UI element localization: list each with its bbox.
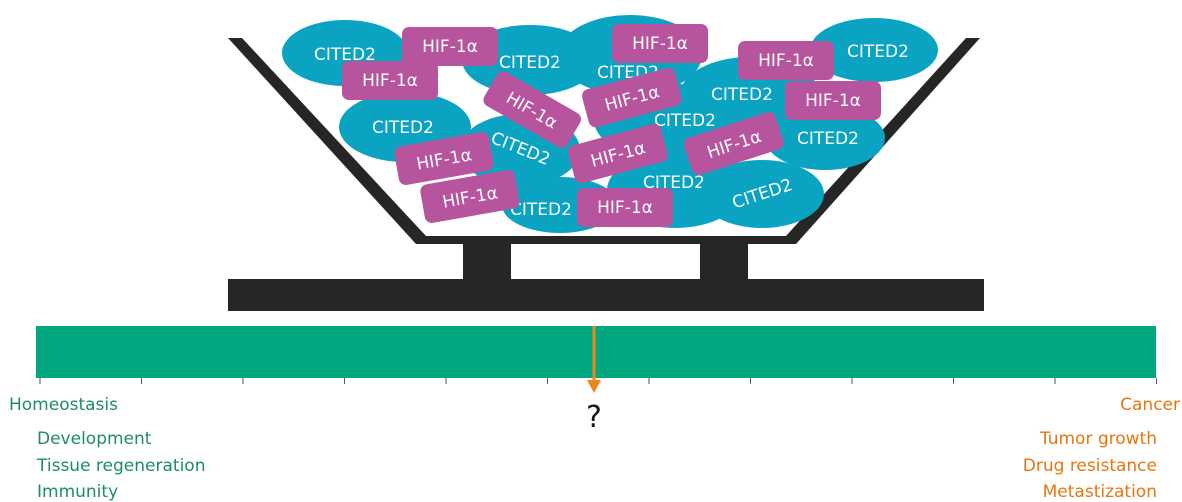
- cancer-item-drug-resistance: Drug resistance: [1022, 456, 1157, 476]
- hif-molecule: HIF-1α: [577, 188, 673, 227]
- cited2-label: CITED2: [654, 111, 716, 131]
- balance-marker: [587, 326, 601, 393]
- hif-molecule: HIF-1α: [402, 27, 498, 66]
- cited2-label: CITED2: [847, 42, 909, 62]
- basket-leg-right: [700, 244, 748, 280]
- hif-molecule: HIF-1α: [785, 81, 881, 120]
- hif-label: HIF-1α: [805, 91, 861, 111]
- hif-molecule: HIF-1α: [683, 111, 784, 176]
- homeostasis-item-development: Development: [37, 429, 152, 449]
- cancer-title: Cancer: [1120, 395, 1180, 415]
- hif-molecule: HIF-1α: [394, 132, 494, 185]
- hif-molecule: HIF-1α: [582, 67, 682, 128]
- cited2-label: CITED2: [510, 200, 572, 220]
- homeostasis-item-immunity: Immunity: [37, 482, 119, 502]
- homeostasis-title: Homeostasis: [9, 395, 118, 415]
- hif-molecule: HIF-1α: [738, 41, 834, 80]
- basket-leg-left: [463, 244, 511, 280]
- basket-base: [228, 279, 984, 311]
- cited2-label: CITED2: [314, 45, 376, 65]
- hif-label: HIF-1α: [597, 198, 653, 218]
- question-mark: ?: [586, 400, 602, 435]
- cited2-molecule: CITED2: [810, 18, 938, 82]
- hif-label: HIF-1α: [632, 34, 688, 54]
- cited2-label: CITED2: [372, 118, 434, 138]
- cited2-molecule: CITED2: [765, 106, 885, 170]
- cited2-label: CITED2: [711, 85, 773, 105]
- hif-molecule: HIF-1α: [568, 123, 668, 184]
- scale-bar: [36, 326, 1156, 378]
- scale-ticks: [39, 378, 1157, 384]
- hif-molecule: HIF-1α: [612, 24, 708, 63]
- cancer-item-metastization: Metastization: [1042, 482, 1157, 502]
- basket: [228, 38, 984, 311]
- hif-label: HIF-1α: [362, 71, 418, 91]
- hif-molecule: HIF-1α: [342, 61, 438, 100]
- homeostasis-item-tissue-regeneration: Tissue regeneration: [37, 456, 206, 476]
- cited2-molecule: CITED2: [700, 160, 824, 228]
- hif-molecule: HIF-1α: [420, 170, 520, 223]
- cited2-label: CITED2: [797, 129, 859, 149]
- hif-label: HIF-1α: [422, 37, 478, 57]
- cancer-item-tumor-growth: Tumor growth: [1039, 429, 1157, 449]
- cited2-label: CITED2: [499, 53, 561, 73]
- hif-label: HIF-1α: [758, 51, 814, 71]
